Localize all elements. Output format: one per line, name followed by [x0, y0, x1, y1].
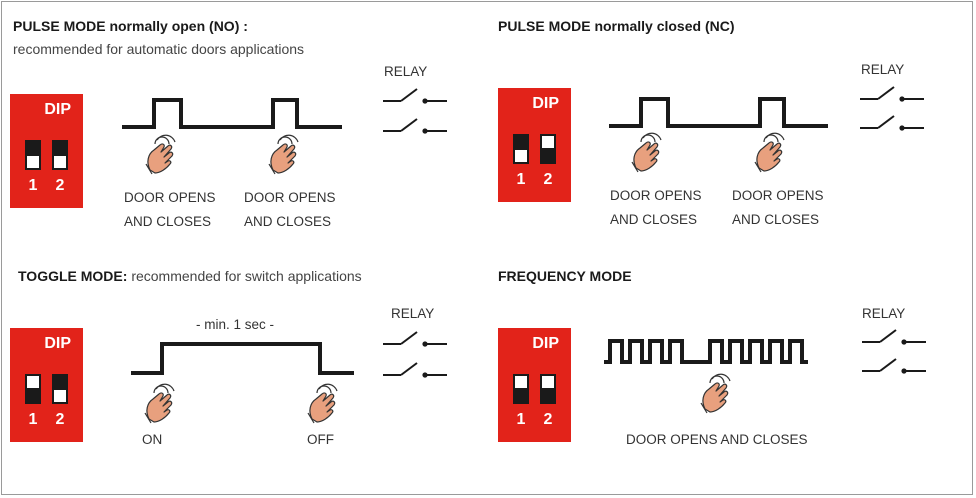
dip-number-2: 2: [543, 411, 553, 428]
dip-number-1: 1: [28, 411, 38, 428]
relay-switch-icon: [859, 86, 925, 103]
hand-press-icon: [754, 132, 785, 173]
toggle-on-label: ON: [142, 432, 163, 447]
dip-switch-pulse-nc: DIP 1 2: [498, 88, 571, 202]
dip-label: DIP: [44, 335, 71, 352]
pulse-nc-label-1a: DOOR OPENS: [610, 188, 702, 203]
pulse-no-label-2a: DOOR OPENS: [244, 190, 336, 205]
relay-switch-icon: [861, 358, 927, 375]
pulse-no-label-1a: DOOR OPENS: [124, 190, 216, 205]
relay-switch-icon: [382, 118, 448, 135]
frequency-signal: [604, 339, 808, 364]
hand-press-icon: [307, 383, 338, 424]
dip-label: DIP: [532, 95, 559, 112]
pulse-no-label-2b: AND CLOSES: [244, 214, 332, 229]
pulse-no-title: PULSE MODE normally open (NO) :: [13, 18, 248, 34]
dip-switch-2: [540, 134, 556, 164]
pulse-nc-relay-label: RELAY: [861, 62, 905, 77]
toggle-heading: TOGGLE MODE: recommended for switch appl…: [18, 268, 362, 284]
dip-number-1: 1: [516, 171, 526, 188]
dip-switch-2: [52, 374, 68, 404]
pulse-nc-label-1b: AND CLOSES: [610, 212, 698, 227]
pulse-no-signal: [122, 98, 342, 129]
relay-switch-icon: [382, 331, 448, 348]
pulse-nc-title: PULSE MODE normally closed (NC): [498, 18, 735, 34]
pulse-no-relay-label: RELAY: [384, 64, 428, 79]
dip-switch-2: [540, 374, 556, 404]
toggle-relay-label: RELAY: [391, 306, 435, 321]
frequency-label: DOOR OPENS AND CLOSES: [626, 432, 808, 447]
relay-switch-icon: [859, 115, 925, 132]
toggle-title: TOGGLE MODE:: [18, 268, 128, 284]
frequency-title: FREQUENCY MODE: [498, 268, 632, 284]
dip-label: DIP: [532, 335, 559, 352]
toggle-duration-label: - min. 1 sec -: [196, 317, 275, 332]
relay-switch-icon: [382, 362, 448, 379]
pulse-no-subtitle: recommended for automatic doors applicat…: [13, 41, 305, 57]
dip-number-2: 2: [55, 177, 65, 194]
dip-number-1: 1: [516, 411, 526, 428]
relay-switch-icon: [861, 329, 927, 346]
dip-number-2: 2: [543, 171, 553, 188]
dip-switch-1: [25, 374, 41, 404]
frequency-relay-label: RELAY: [862, 306, 906, 321]
dip-number-1: 1: [28, 177, 38, 194]
dip-switch-1: [513, 134, 529, 164]
hand-press-icon: [631, 132, 662, 173]
toggle-off-label: OFF: [307, 432, 334, 447]
pulse-nc-label-2a: DOOR OPENS: [732, 188, 824, 203]
hand-press-icon: [145, 134, 176, 175]
dip-switch-frequency: DIP 1 2: [498, 328, 571, 442]
hand-press-icon: [268, 134, 299, 175]
pulse-nc-label-2b: AND CLOSES: [732, 212, 820, 227]
hand-press-icon: [144, 383, 175, 424]
dip-switch-2: [52, 140, 68, 170]
pulse-nc-signal: [609, 97, 828, 128]
pulse-no-label-1b: AND CLOSES: [124, 214, 212, 229]
hand-press-icon: [700, 373, 731, 414]
dip-number-2: 2: [55, 411, 65, 428]
dip-switch-toggle: DIP 1 2: [10, 328, 83, 442]
relay-switch-icon: [382, 88, 448, 105]
dip-switch-1: [25, 140, 41, 170]
dip-label: DIP: [44, 101, 71, 118]
toggle-subtitle: recommended for switch applications: [131, 268, 362, 284]
dip-switch-1: [513, 374, 529, 404]
toggle-signal: [131, 342, 354, 375]
dip-switch-pulse-no: DIP 1 2: [10, 94, 83, 208]
